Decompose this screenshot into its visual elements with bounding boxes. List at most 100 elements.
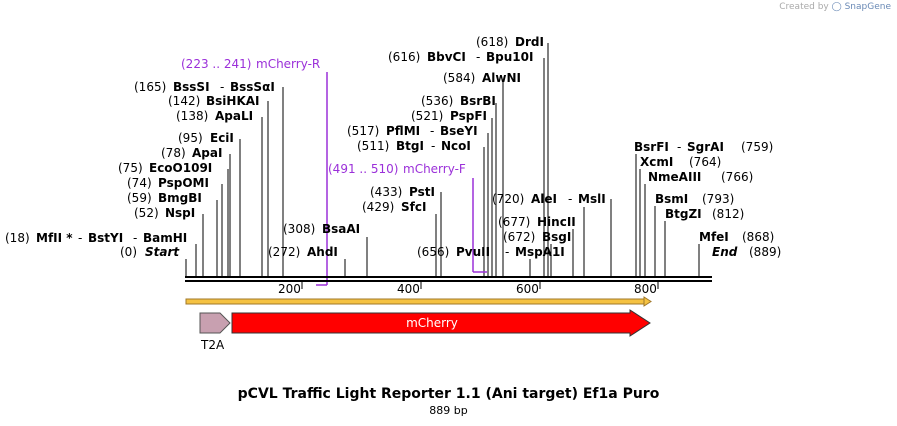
site-name[interactable]: BamHI (143, 231, 187, 245)
axis-tick-label: 200 (278, 282, 301, 296)
site-position: (656) (417, 245, 449, 259)
site-position: (52) (134, 206, 159, 220)
site-separator: - (78, 231, 82, 245)
site-name[interactable]: PvuII (456, 245, 490, 259)
axis-tick-label: 400 (397, 282, 420, 296)
site-separator: - (430, 124, 434, 138)
site-name[interactable]: NmeAIII (648, 170, 701, 184)
site-name[interactable]: BstYI (88, 231, 123, 245)
axis-tick-label: 600 (516, 282, 539, 296)
axis-tick-label: 800 (634, 282, 657, 296)
site-name[interactable]: SgrAI (687, 140, 724, 154)
site-name[interactable]: NcoI (441, 139, 471, 153)
site-name[interactable]: EciI (210, 131, 234, 145)
site-position: (18) (5, 231, 30, 245)
site-name[interactable]: SfcI (401, 200, 426, 214)
site-name[interactable]: Start (145, 245, 180, 259)
site-position: (142) (168, 94, 200, 108)
site-name[interactable]: ApaI (192, 146, 222, 160)
site-name[interactable]: DrdI (515, 35, 544, 49)
site-name[interactable]: NspI (165, 206, 195, 220)
site-name[interactable]: BssSαI (230, 80, 275, 94)
site-position: (536) (421, 94, 453, 108)
site-name[interactable]: BsgI (542, 230, 571, 244)
site-name[interactable]: PflMI (386, 124, 420, 138)
creator-prefix: Created by (779, 2, 829, 12)
snapgene-logo: ◯ (831, 2, 842, 12)
site-name[interactable]: BsaAI (322, 222, 360, 236)
site-name[interactable]: ApaLI (215, 109, 253, 123)
site-name[interactable]: BsiHKAI (206, 94, 260, 108)
site-position: (759) (741, 140, 773, 154)
site-name[interactable]: MslI (578, 192, 606, 206)
site-name[interactable]: AlwNI (482, 71, 521, 85)
site-name[interactable]: BssSI (173, 80, 210, 94)
feature-t2a-label: T2A (200, 338, 225, 352)
site-name[interactable]: BtgI (396, 139, 424, 153)
site-name[interactable]: HincII (537, 215, 576, 229)
primer-range: (223 .. 241) (181, 57, 251, 71)
site-name[interactable]: BsrBI (460, 94, 496, 108)
site-position: (868) (742, 230, 774, 244)
map-title: pCVL Traffic Light Reporter 1.1 (Ani tar… (237, 386, 660, 402)
primer-range: (491 .. 510) (328, 162, 398, 176)
site-position: (74) (127, 176, 152, 190)
sequence-backbone (185, 276, 712, 282)
site-position: (793) (702, 192, 734, 206)
site-separator: - (505, 245, 509, 259)
feature-t2a[interactable] (199, 312, 231, 334)
axis-ticks (301, 281, 659, 289)
site-name[interactable]: EcoO109I (149, 161, 212, 175)
site-separator: - (133, 231, 137, 245)
site-name[interactable]: PstI (409, 185, 435, 199)
site-name[interactable]: BbvCI (427, 50, 466, 64)
primer-mcherry-r[interactable] (316, 72, 328, 286)
site-position: (75) (118, 161, 143, 175)
site-name[interactable]: MfeI (699, 230, 729, 244)
site-name[interactable]: AhdI (307, 245, 338, 259)
site-name[interactable]: BmgBI (158, 191, 202, 205)
site-position: (677) (498, 215, 530, 229)
feature-mcherry[interactable] (231, 309, 651, 337)
primer-name[interactable]: mCherry-F (403, 162, 466, 176)
primer-name[interactable]: mCherry-R (256, 57, 320, 71)
site-position: (138) (176, 109, 208, 123)
orf-bar[interactable] (185, 296, 652, 307)
site-position: (95) (178, 131, 203, 145)
site-position: (429) (362, 200, 394, 214)
site-position: (272) (268, 245, 300, 259)
site-name[interactable]: AleI (531, 192, 557, 206)
site-position: (672) (503, 230, 535, 244)
site-name[interactable]: BtgZI (665, 207, 702, 221)
site-position: (584) (443, 71, 475, 85)
site-position: (165) (134, 80, 166, 94)
feature-mcherry-label: mCherry (406, 316, 458, 330)
site-name[interactable]: BseYI (440, 124, 478, 138)
site-position: (889) (749, 245, 781, 259)
site-position: (618) (476, 35, 508, 49)
site-name[interactable]: Bpu10I (486, 50, 533, 64)
site-separator: - (220, 80, 224, 94)
map-length: 889 bp (429, 404, 468, 417)
site-position: (812) (712, 207, 744, 221)
site-position: (616) (388, 50, 420, 64)
site-separator: - (677, 140, 681, 154)
site-name[interactable]: BsmI (655, 192, 688, 206)
creator-brand: SnapGene (844, 2, 891, 12)
site-position: (78) (161, 146, 186, 160)
primer-mcherry-f[interactable] (472, 178, 487, 273)
site-name[interactable]: PspOMI (158, 176, 209, 190)
site-name[interactable]: XcmI (640, 155, 673, 169)
site-name[interactable]: MspA1I (515, 245, 565, 259)
site-name[interactable]: BsrFI (634, 140, 669, 154)
site-separator: - (476, 50, 480, 64)
site-position: (766) (721, 170, 753, 184)
site-position: (433) (370, 185, 402, 199)
site-name[interactable]: End (712, 245, 738, 259)
site-name[interactable]: PspFI (450, 109, 487, 123)
site-name[interactable]: MfII * (36, 231, 73, 245)
site-position: (521) (411, 109, 443, 123)
site-position: (0) (120, 245, 137, 259)
cut-site-lines (185, 43, 700, 276)
